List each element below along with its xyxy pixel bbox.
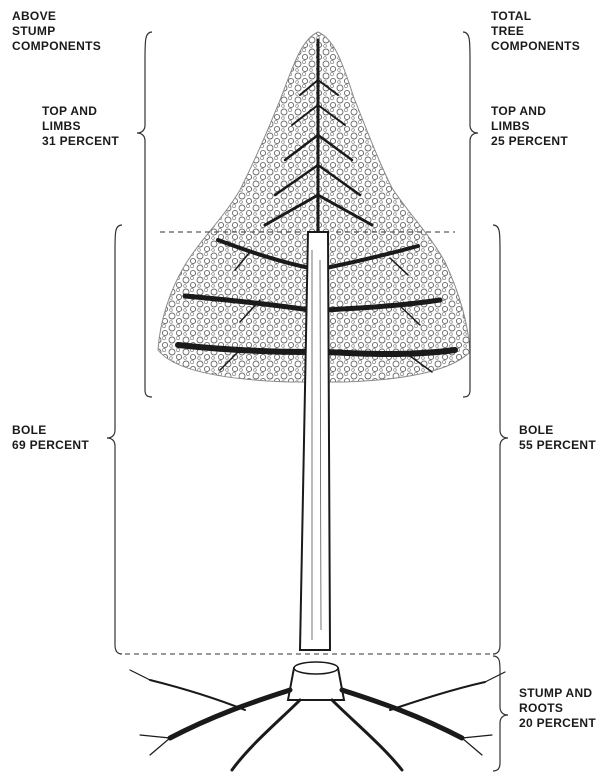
left-bole-bracket bbox=[107, 225, 122, 654]
left-top-limbs-line-1: TOP AND bbox=[42, 104, 119, 119]
left-header-line-2: STUMP bbox=[12, 24, 101, 39]
left-header-line-3: COMPONENTS bbox=[12, 39, 101, 54]
right-stump-roots-line-1: STUMP AND bbox=[519, 686, 596, 701]
right-top-limbs-line-1: TOP AND bbox=[491, 104, 568, 119]
left-top-bracket bbox=[137, 32, 152, 397]
left-top-limbs-label: TOP AND LIMBS 31 PERCENT bbox=[42, 104, 119, 149]
left-header-line-1: ABOVE bbox=[12, 9, 101, 24]
right-header-line-2: TREE bbox=[491, 24, 580, 39]
left-bole-label: BOLE 69 PERCENT bbox=[12, 423, 89, 453]
right-stump-roots-label: STUMP AND ROOTS 20 PERCENT bbox=[519, 686, 596, 731]
left-bole-line-2: 69 PERCENT bbox=[12, 438, 89, 453]
right-stump-roots-line-2: ROOTS bbox=[519, 701, 596, 716]
tree-stump bbox=[288, 662, 344, 700]
right-stump-bracket bbox=[493, 656, 508, 771]
right-stump-roots-line-3: 20 PERCENT bbox=[519, 716, 596, 731]
right-header-label: TOTAL TREE COMPONENTS bbox=[491, 9, 580, 54]
right-bole-line-2: 55 PERCENT bbox=[519, 438, 596, 453]
left-header-label: ABOVE STUMP COMPONENTS bbox=[12, 9, 101, 54]
right-header-line-1: TOTAL bbox=[491, 9, 580, 24]
right-top-limbs-line-2: LIMBS bbox=[491, 119, 568, 134]
right-header-line-3: COMPONENTS bbox=[491, 39, 580, 54]
right-top-limbs-line-3: 25 PERCENT bbox=[491, 134, 568, 149]
right-bole-label: BOLE 55 PERCENT bbox=[519, 423, 596, 453]
right-top-limbs-label: TOP AND LIMBS 25 PERCENT bbox=[491, 104, 568, 149]
left-top-limbs-line-2: LIMBS bbox=[42, 119, 119, 134]
right-bole-bracket bbox=[493, 225, 508, 654]
left-top-limbs-line-3: 31 PERCENT bbox=[42, 134, 119, 149]
left-bole-line-1: BOLE bbox=[12, 423, 89, 438]
right-bole-line-1: BOLE bbox=[519, 423, 596, 438]
